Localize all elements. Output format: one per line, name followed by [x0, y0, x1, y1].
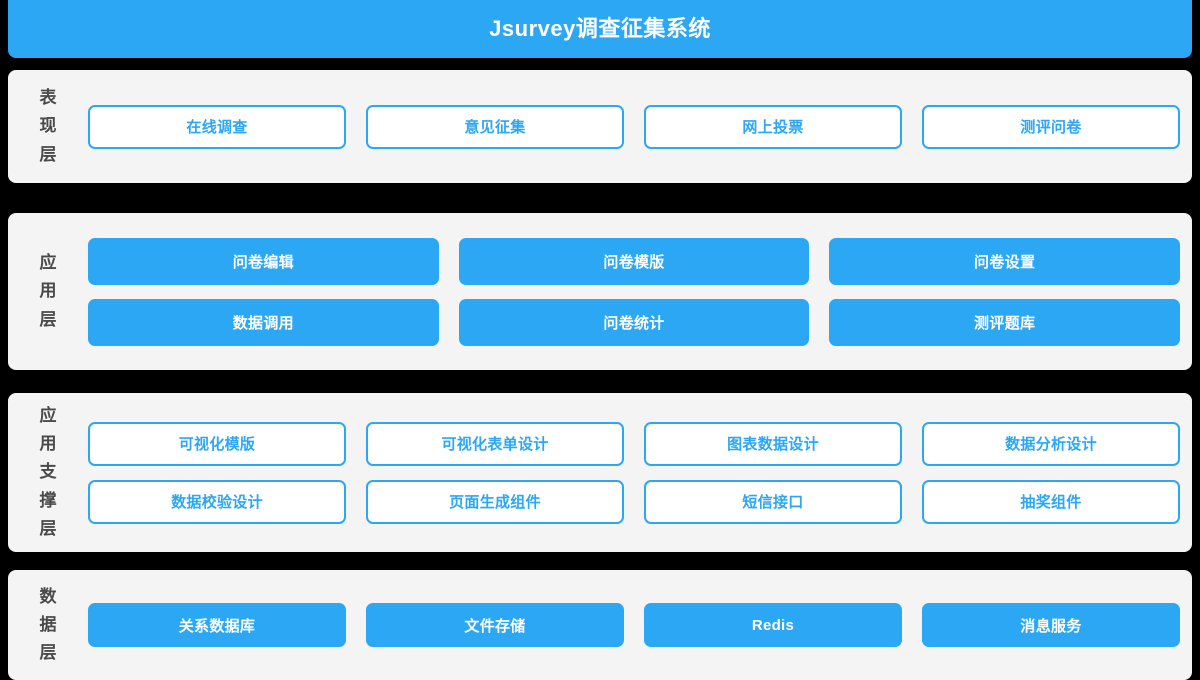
layer-label-char: 应 [39, 406, 57, 426]
layer-label-char: 用 [39, 434, 57, 454]
card-item[interactable]: 问卷设置 [829, 237, 1180, 285]
layer-application-support-layer: 应 用 支 撑 层 可视化模版 可视化表单设计 图表数据设计 数据分析设计 数据… [8, 393, 1192, 552]
layer-label-char: 撑 [39, 490, 57, 510]
card-grid-application-layer: 问卷编辑 问卷模版 问卷设置 数据调用 问卷统计 测评题库 [88, 237, 1192, 346]
card-item[interactable]: 问卷模版 [458, 237, 810, 285]
layer-label-char: 层 [39, 643, 57, 663]
layer-label-application-support-layer: 应 用 支 撑 层 [8, 402, 88, 542]
card-item[interactable]: 页面生成组件 [366, 479, 624, 524]
layer-label-char: 现 [39, 116, 57, 136]
card-grid-presentation-layer: 在线调查 意见征集 网上投票 测评问卷 [88, 104, 1192, 149]
layer-label-char: 层 [39, 518, 57, 538]
page-title: Jsurvey调查征集系统 [489, 16, 711, 41]
diagram-title-bar: Jsurvey调查征集系统 [8, 0, 1192, 58]
layer-label-char: 应 [39, 253, 57, 273]
card-item[interactable]: 短信接口 [644, 479, 902, 524]
card-item[interactable]: 消息服务 [922, 603, 1180, 647]
card-item[interactable]: Redis [644, 603, 902, 647]
card-item[interactable]: 文件存储 [366, 603, 624, 647]
layer-application-layer: 应 用 层 问卷编辑 问卷模版 问卷设置 数据调用 问卷统计 测评题库 [8, 213, 1192, 370]
layer-label-char: 据 [39, 614, 57, 634]
card-item[interactable]: 在线调查 [88, 104, 346, 149]
card-grid-application-support-layer: 可视化模版 可视化表单设计 图表数据设计 数据分析设计 数据校验设计 页面生成组… [88, 421, 1192, 524]
card-item[interactable]: 抽奖组件 [922, 479, 1180, 524]
card-item[interactable]: 意见征集 [366, 104, 624, 149]
layer-label-data-layer: 数 据 层 [8, 583, 88, 667]
card-item[interactable]: 测评题库 [829, 298, 1180, 346]
card-item[interactable]: 问卷编辑 [88, 237, 439, 285]
layer-label-char: 层 [39, 144, 57, 164]
layer-presentation-layer: 表 现 层 在线调查 意见征集 网上投票 测评问卷 [8, 70, 1192, 183]
card-item[interactable]: 测评问卷 [922, 104, 1180, 149]
layer-label-presentation-layer: 表 现 层 [8, 84, 88, 168]
card-item[interactable]: 问卷统计 [458, 298, 810, 346]
card-item[interactable]: 图表数据设计 [644, 421, 902, 466]
card-item[interactable]: 数据校验设计 [88, 479, 346, 524]
layer-label-char: 支 [39, 462, 57, 482]
layer-label-char: 层 [39, 309, 57, 329]
layer-label-char: 表 [39, 88, 57, 108]
layer-label-char: 用 [39, 281, 57, 301]
card-item[interactable]: 数据调用 [88, 298, 439, 346]
layer-label-application-layer: 应 用 层 [8, 249, 88, 333]
card-item[interactable]: 关系数据库 [88, 603, 346, 647]
card-grid-data-layer: 关系数据库 文件存储 Redis 消息服务 [88, 603, 1192, 647]
card-item[interactable]: 可视化模版 [88, 421, 346, 466]
card-item[interactable]: 数据分析设计 [922, 421, 1180, 466]
card-item[interactable]: 可视化表单设计 [366, 421, 624, 466]
card-item[interactable]: 网上投票 [644, 104, 902, 149]
layer-label-char: 数 [39, 586, 57, 606]
layer-data-layer: 数 据 层 关系数据库 文件存储 Redis 消息服务 [8, 570, 1192, 680]
